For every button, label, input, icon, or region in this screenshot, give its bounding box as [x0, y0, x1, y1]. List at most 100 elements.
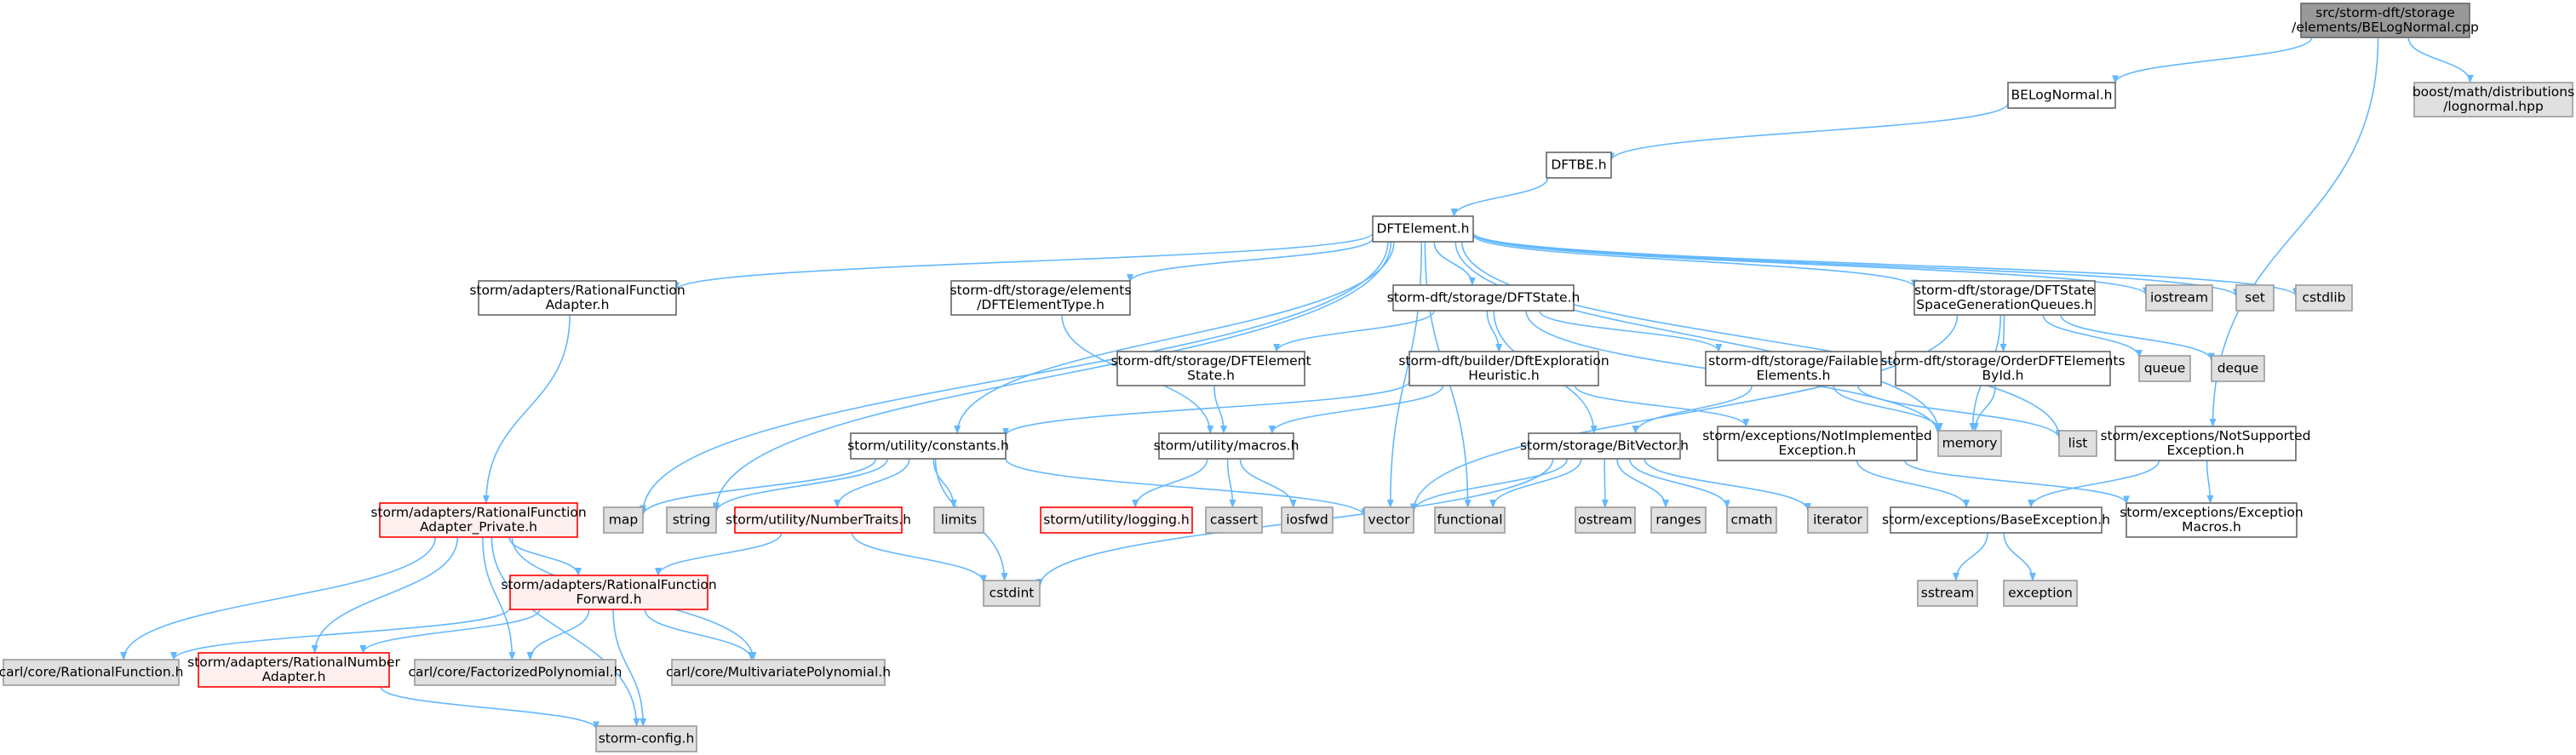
edge-ratfunc_forward_h-to-carl_ratfunc_h [170, 607, 511, 661]
node-queue: queue [2138, 355, 2191, 382]
node-box [1408, 351, 1599, 386]
node-box [2145, 284, 2213, 312]
node-belognormal_h[interactable]: BELogNormal.h [2007, 82, 2116, 109]
node-macros_h[interactable]: storm/utility/macros.h [1154, 432, 1299, 460]
node-baseexception_h[interactable]: storm/exceptions/BaseException.h [1882, 506, 2110, 534]
edge-numbertraits_h-to-cstdint [851, 532, 987, 584]
node-label: limits [941, 512, 977, 528]
node-dftelementtype_h[interactable]: storm-dft/storage/elements/DFTElementTyp… [950, 280, 1132, 316]
node-label: queue [2144, 361, 2186, 376]
node-label: iostream [2150, 290, 2208, 306]
node-label: carl/core/FactorizedPolynomial.h [408, 665, 622, 680]
node-list: list [2058, 430, 2097, 457]
edge-dftstate_h-to-dftexploration_h [1486, 310, 1503, 352]
node-box [2138, 355, 2191, 382]
node-box [1281, 506, 1334, 534]
edge-numbertraits_h-to-ratfunc_forward_h [654, 532, 783, 576]
node-label: Heuristic.h [1468, 368, 1539, 383]
node-logging_h[interactable]: storm/utility/logging.h [1040, 506, 1193, 534]
edge-notimpl_h-to-exceptionmacros_h [1904, 460, 2130, 505]
edge-dftelement_h-to-dftelementtype_h [1127, 237, 1374, 283]
node-ostream: ostream [1575, 506, 1636, 534]
edge-failable_h-to-list [1857, 385, 2063, 440]
node-label: Exception.h [2166, 443, 2244, 458]
node-carl_factorized_h: carl/core/FactorizedPolynomial.h [408, 659, 622, 686]
node-notimpl_h[interactable]: storm/exceptions/NotImplementedException… [1702, 426, 1932, 461]
node-box [1040, 506, 1193, 534]
edge-dftelement_h-to-constants_h [954, 241, 1395, 434]
edge-root-to-belognormal_h [2112, 37, 2313, 84]
edge-dftstate_h-to-failable_h [1538, 310, 1723, 352]
node-label: cassert [1210, 512, 1258, 528]
node-dftstate_sgq_h[interactable]: storm-dft/storage/DFTStateSpaceGeneratio… [1913, 280, 2096, 316]
node-label: Macros.h [2182, 519, 2241, 535]
node-label: storm/exceptions/Exception [2120, 505, 2303, 520]
node-box [1372, 215, 1474, 243]
node-label: Adapter.h [262, 669, 326, 684]
node-label: /lognormal.hpp [2443, 99, 2544, 114]
node-dftbe_h[interactable]: DFTBE.h [1546, 152, 1612, 179]
node-string: string [666, 506, 717, 534]
node-label: storm/adapters/RationalFunction [501, 577, 716, 592]
edge-root-to-boost_lognormal [2407, 37, 2474, 83]
edge-dftelement_h-to-cstdlib [1472, 232, 2299, 297]
edge-dftelementstate_h-to-macros_h [1213, 385, 1228, 434]
node-label: sstream [1921, 586, 1974, 601]
node-boost_lognormal: boost/math/distributions/lognormal.hpp [2412, 82, 2574, 117]
node-dftexploration_h[interactable]: storm-dft/builder/DftExplorationHeuristi… [1398, 351, 1609, 386]
node-carl_multivariate_h: carl/core/MultivariatePolynomial.h [666, 659, 891, 686]
edge-ratfunc_forward_h-to-carl_multivariate_h [644, 609, 755, 661]
node-label: carl/core/MultivariatePolynomial.h [666, 665, 891, 680]
edge-dftelement_h-to-dftstate_sgq_h [1472, 234, 1918, 289]
edge-dftelement_h-to-memory [1454, 241, 1942, 432]
node-dftelement_h[interactable]: DFTElement.h [1372, 215, 1474, 243]
node-numbertraits_h[interactable]: storm/utility/NumberTraits.h [726, 506, 911, 534]
edge-macros_h-to-cassert [1226, 458, 1236, 508]
node-map: map [603, 506, 644, 534]
node-label: Elements.h [1757, 368, 1831, 383]
node-constants_h[interactable]: storm/utility/constants.h [847, 432, 1009, 460]
node-label: storm-dft/storage/DFTState.h [1387, 290, 1581, 306]
edge-dftelement_h-to-map [640, 241, 1389, 514]
node-box [1158, 432, 1294, 460]
node-cmath: cmath [1726, 506, 1777, 534]
node-cstdint: cstdint [983, 580, 1041, 607]
edge-ratfunc_forward_h-to-stormconfig_h [612, 609, 647, 727]
node-label: storm/adapters/RationalFunction [370, 505, 586, 520]
node-box [1116, 351, 1305, 386]
edge-belognormal_h-to-dftbe_h [1608, 102, 2009, 162]
edge-dftexploration_h-to-constants_h [1002, 380, 1410, 437]
node-label: /elements/BELogNormal.cpp [2292, 20, 2479, 35]
node-memory: memory [1937, 430, 2002, 457]
node-iterator: iterator [1807, 506, 1868, 534]
node-cassert: cassert [1205, 506, 1263, 534]
edge-bitvector_h-to-functional [1489, 458, 1582, 508]
node-ratfunc_private_h[interactable]: storm/adapters/RationalFunctionAdapter_P… [370, 502, 587, 538]
node-label: storm/utility/NumberTraits.h [726, 512, 911, 528]
node-root[interactable]: src/storm-dft/storage/elements/BELogNorm… [2292, 3, 2479, 38]
node-bitvector_h[interactable]: storm/storage/BitVector.h [1520, 432, 1689, 460]
node-label: storm-config.h [599, 731, 695, 746]
edge-dftelement_h-to-string [713, 241, 1392, 512]
node-label: storm/exceptions/NotImplemented [1702, 428, 1932, 443]
node-dftstate_h[interactable]: storm-dft/storage/DFTState.h [1387, 284, 1581, 312]
node-label: /DFTElementType.h [977, 297, 1104, 312]
node-box [2114, 426, 2297, 461]
edge-ratfunc_adapter_h-to-ratfunc_private_h [482, 314, 571, 504]
node-label: cstdlib [2303, 290, 2346, 306]
node-label: storm/utility/logging.h [1043, 512, 1190, 528]
node-box [2211, 355, 2265, 382]
node-box [1546, 152, 1612, 179]
edge-notimpl_h-to-baseexception_h [1856, 460, 1970, 508]
node-label: Adapter.h [546, 297, 610, 312]
node-box [983, 580, 1041, 607]
edge-constants_h-to-vector [1005, 458, 1368, 518]
